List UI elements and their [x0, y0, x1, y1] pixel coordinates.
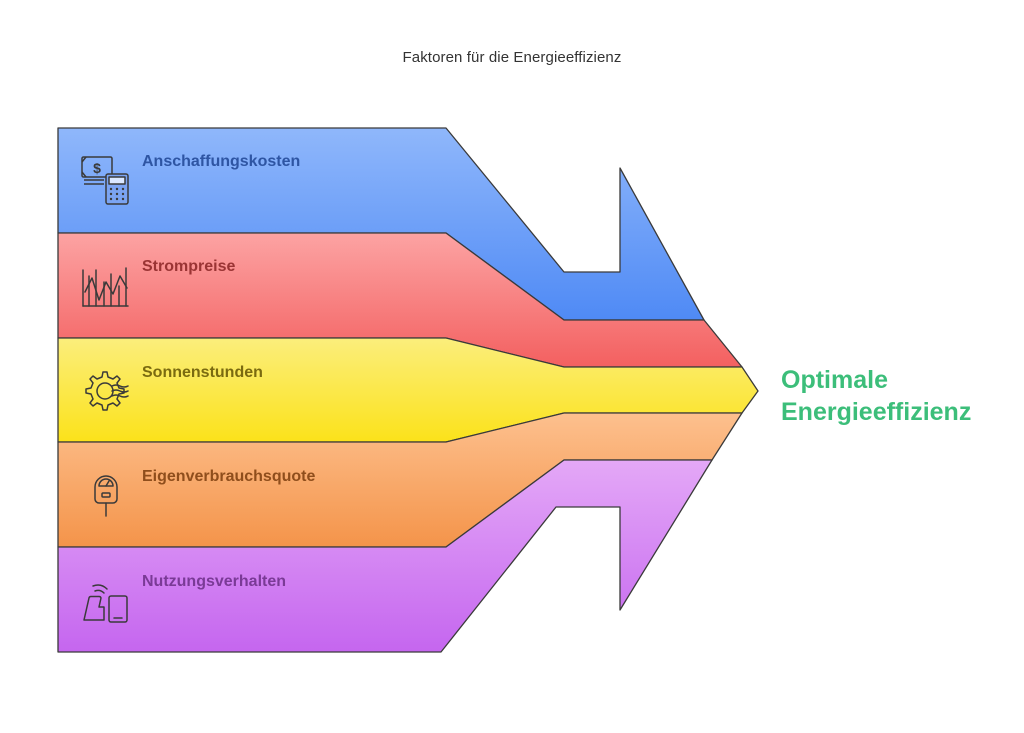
label-anschaffungskosten: Anschaffungskosten: [142, 153, 301, 170]
devices-icon: [83, 584, 128, 623]
label-strompreise: Strompreise: [142, 258, 236, 275]
diagram-title: Faktoren für die Energieeffizienz: [402, 49, 622, 66]
result-line-1: Optimale: [781, 366, 888, 394]
cash-calculator-icon: $: [81, 156, 129, 205]
sun-gear-icon: [85, 371, 129, 411]
svg-text:$: $: [93, 160, 101, 176]
result-label: Optimale Energieeffizienz: [781, 364, 971, 428]
label-eigenverbrauchsquote: Eigenverbrauchsquote: [142, 468, 316, 485]
price-chart-icon: [82, 267, 129, 307]
result-line-2: Energieeffizienz: [781, 398, 972, 426]
label-sonnenstunden: Sonnenstunden: [142, 364, 263, 381]
meter-icon: [94, 475, 118, 517]
label-nutzungsverhalten: Nutzungsverhalten: [142, 573, 287, 590]
band-nutzungsverhalten: [57, 459, 713, 653]
